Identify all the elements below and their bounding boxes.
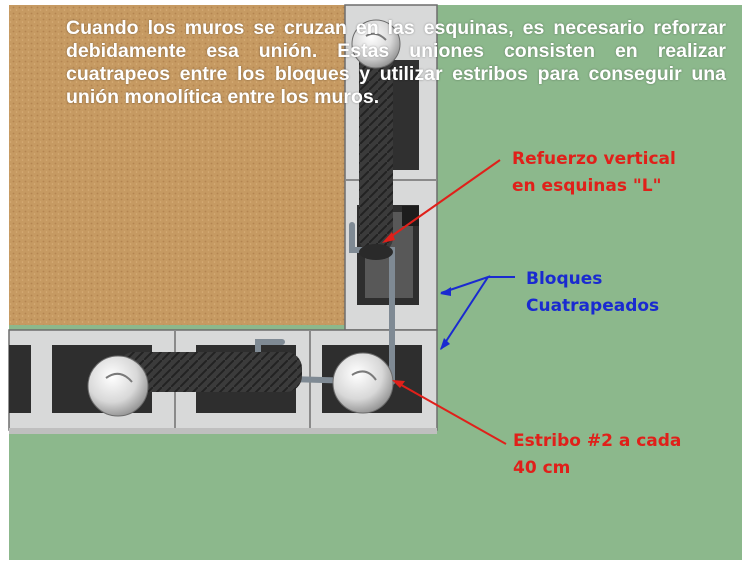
sand-fill-area — [9, 5, 345, 325]
annotation-arrow-stirrup — [392, 380, 507, 445]
horizontal-rebar — [87, 352, 394, 417]
label-stirrup: Estribo #2 a cada 40 cm — [513, 428, 681, 482]
label-line: Estribo #2 a cada — [513, 431, 682, 451]
label-staggered-blocks: Bloques Cuatrapeados — [526, 266, 659, 320]
annotation-arrow-vertical-reinforcement — [382, 159, 501, 243]
label-line: Bloques — [526, 269, 603, 289]
label-vertical-reinforcement: Refuerzo vertical en esquinas "L" — [512, 146, 676, 200]
label-line: Cuatrapeados — [526, 296, 660, 316]
label-line: Refuerzo vertical — [512, 149, 676, 169]
vertical-rebar — [351, 19, 401, 260]
annotation-arrow-staggered-blocks — [440, 275, 515, 350]
intro-paragraph: Cuando los muros se cruzan en las esquin… — [66, 17, 726, 108]
label-line: en esquinas "L" — [512, 176, 662, 196]
label-line: 40 cm — [513, 458, 571, 478]
